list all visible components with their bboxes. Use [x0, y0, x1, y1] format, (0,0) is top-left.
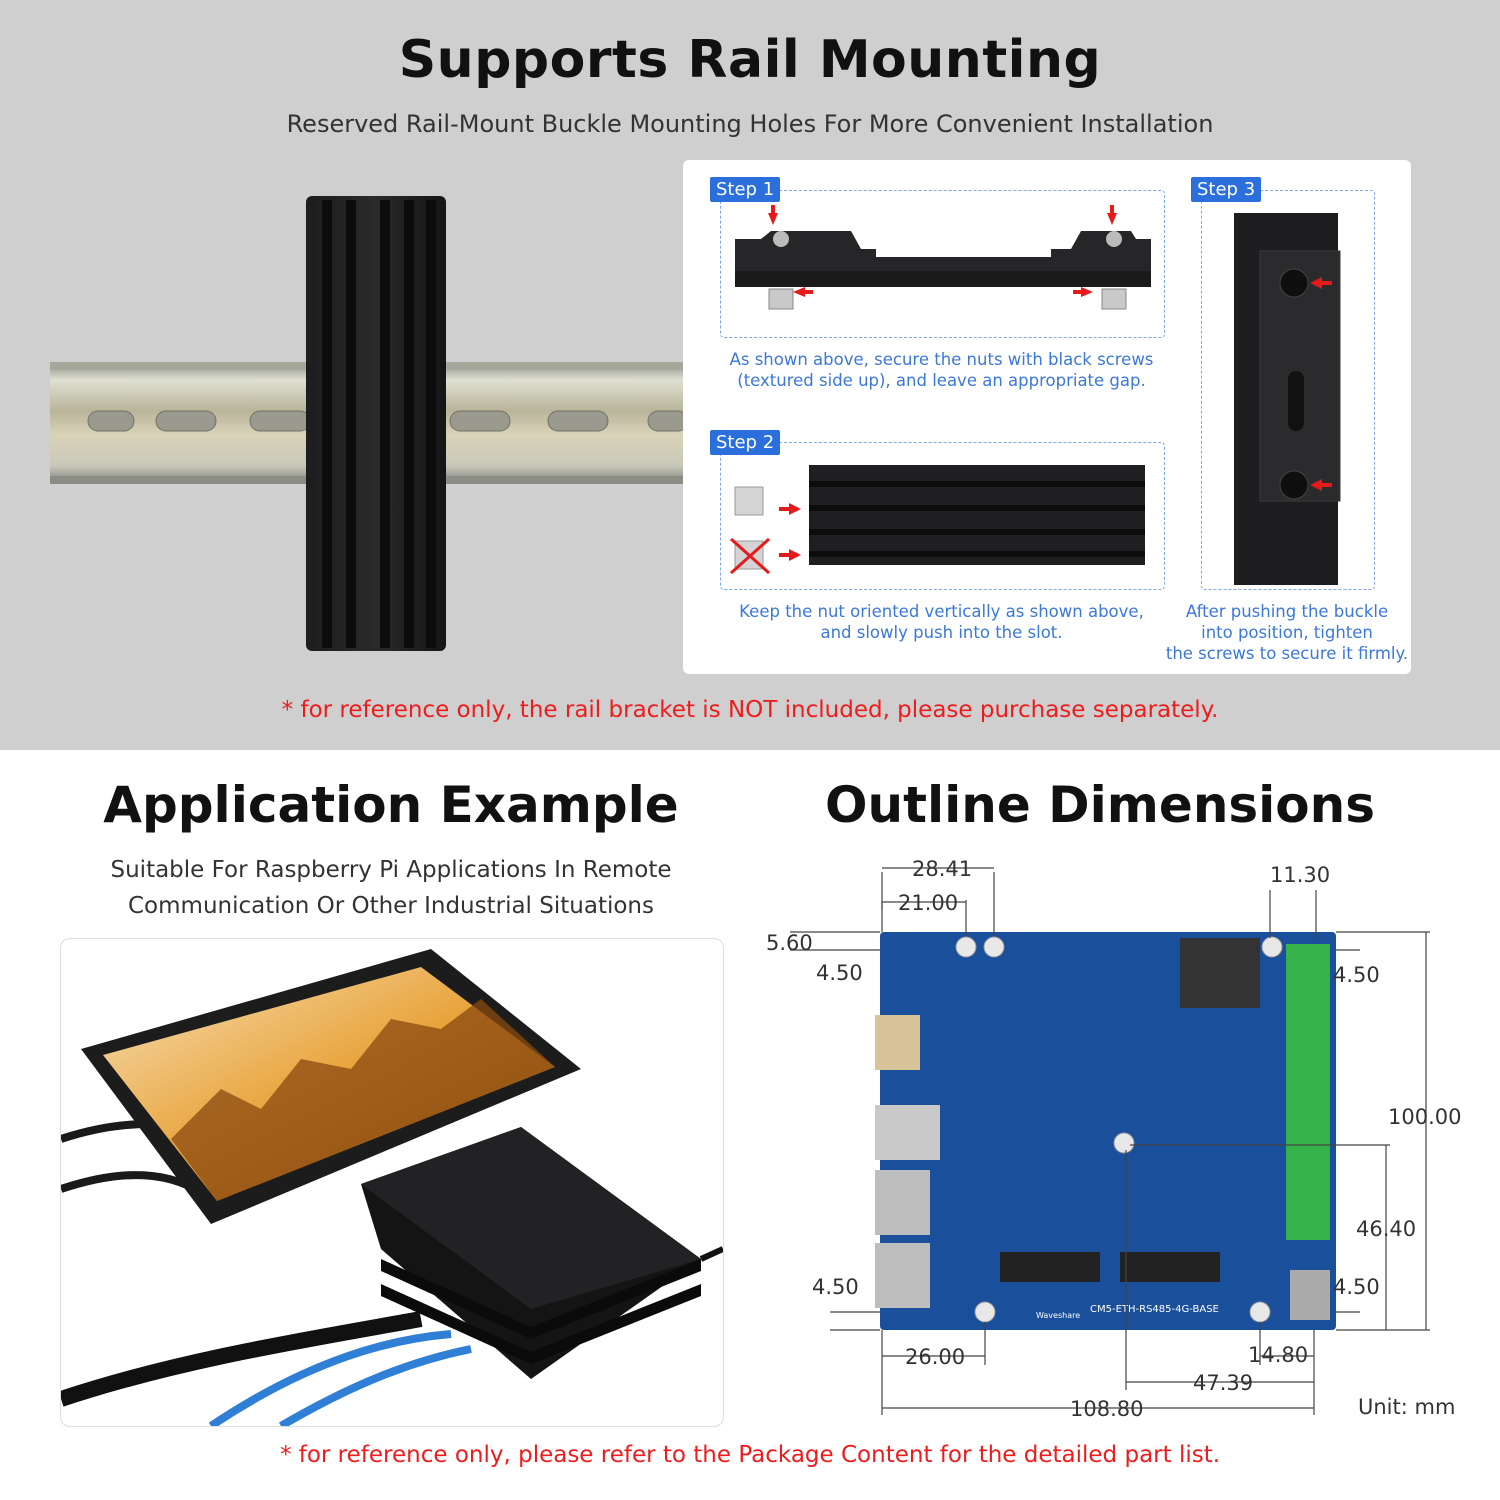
dim-21-00: 21.00: [898, 891, 958, 915]
din-rail-illustration: [50, 196, 690, 651]
step2-tag: Step 2: [710, 430, 781, 455]
hdmi-port: [875, 1015, 920, 1070]
dim-4-50-bottom-right: 4.50: [1333, 1275, 1380, 1299]
step2-caption-line2: and slowly push into the slot.: [820, 623, 1063, 642]
step1-illustration: [735, 205, 1151, 310]
package-disclaimer: * for reference only, please refer to th…: [279, 1442, 1221, 1468]
outline-drawing: CM5-ETH-RS485-4G-BASE Waveshare 28.41 21…: [766, 857, 1461, 1421]
step1-tag: Step 1: [710, 177, 781, 202]
dc-jack: [1290, 1270, 1330, 1320]
install-steps-panel: Step 1 As shown above, secure the nuts w…: [683, 160, 1411, 674]
dim-100-00: 100.00: [1388, 1105, 1461, 1129]
pcb-board: [880, 932, 1336, 1330]
application-subtitle-line2: Communication Or Other Industrial Situat…: [128, 893, 654, 919]
step3-caption: After pushing the buckle into position, …: [1163, 601, 1411, 664]
step3-illustration: [1234, 213, 1341, 585]
dim-4-50-top-left: 4.50: [816, 961, 863, 985]
rail-title: Supports Rail Mounting: [398, 30, 1102, 90]
application-illustration: [61, 949, 723, 1426]
board-label: CM5-ETH-RS485-4G-BASE: [1090, 1304, 1219, 1315]
step3-caption-line2: into position, tighten: [1201, 623, 1373, 642]
terminal-block: [1286, 944, 1330, 1240]
step2-caption-line1: Keep the nut oriented vertically as show…: [739, 602, 1144, 621]
dim-46-40: 46.40: [1356, 1217, 1416, 1241]
m2-slot-1: [1000, 1252, 1100, 1282]
eth-port-2: [875, 1243, 930, 1308]
dim-108-80: 108.80: [1070, 1397, 1143, 1421]
rail-mount-section: Supports Rail Mounting Reserved Rail-Mou…: [0, 0, 1500, 750]
step2-caption: Keep the nut oriented vertically as show…: [713, 601, 1170, 643]
step3-tag: Step 3: [1191, 177, 1262, 202]
step3-box: [1201, 190, 1375, 590]
dim-28-41: 28.41: [912, 857, 972, 881]
dim-4-50-top-right: 4.50: [1333, 963, 1380, 987]
rail-subtitle: Reserved Rail-Mount Buckle Mounting Hole…: [286, 110, 1214, 138]
step1-caption: As shown above, secure the nuts with bla…: [713, 349, 1170, 391]
step1-caption-line1: As shown above, secure the nuts with bla…: [729, 350, 1154, 369]
dim-47-39: 47.39: [1193, 1371, 1253, 1395]
step3-caption-line1: After pushing the buckle: [1185, 602, 1389, 621]
dim-11-30: 11.30: [1270, 863, 1330, 887]
step2-box: [720, 442, 1165, 590]
application-subtitle: Suitable For Raspberry Pi Applications I…: [60, 852, 722, 924]
relay: [1180, 938, 1260, 1008]
step1-caption-line2: (textured side up), and leave an appropr…: [737, 371, 1146, 390]
dim-14-80: 14.80: [1248, 1343, 1308, 1367]
dim-26-00: 26.00: [905, 1345, 965, 1369]
board-brand: Waveshare: [1036, 1311, 1080, 1320]
dim-4-50-bottom-left: 4.50: [812, 1275, 859, 1299]
application-subtitle-line1: Suitable For Raspberry Pi Applications I…: [110, 857, 672, 883]
step1-box: [720, 190, 1165, 338]
unit-label: Unit: mm: [1358, 1395, 1455, 1419]
application-photo: [60, 938, 724, 1427]
step3-caption-line3: the screws to secure it firmly.: [1165, 644, 1409, 663]
m2-slot-2: [1120, 1252, 1220, 1282]
outline-title: Outline Dimensions: [824, 776, 1376, 834]
eth-port-1: [875, 1170, 930, 1235]
step2-illustration: [729, 465, 1145, 575]
application-title: Application Example: [103, 776, 679, 834]
dim-5-60: 5.60: [766, 931, 813, 955]
rail-disclaimer: * for reference only, the rail bracket i…: [281, 697, 1219, 723]
usb-port: [875, 1105, 940, 1160]
